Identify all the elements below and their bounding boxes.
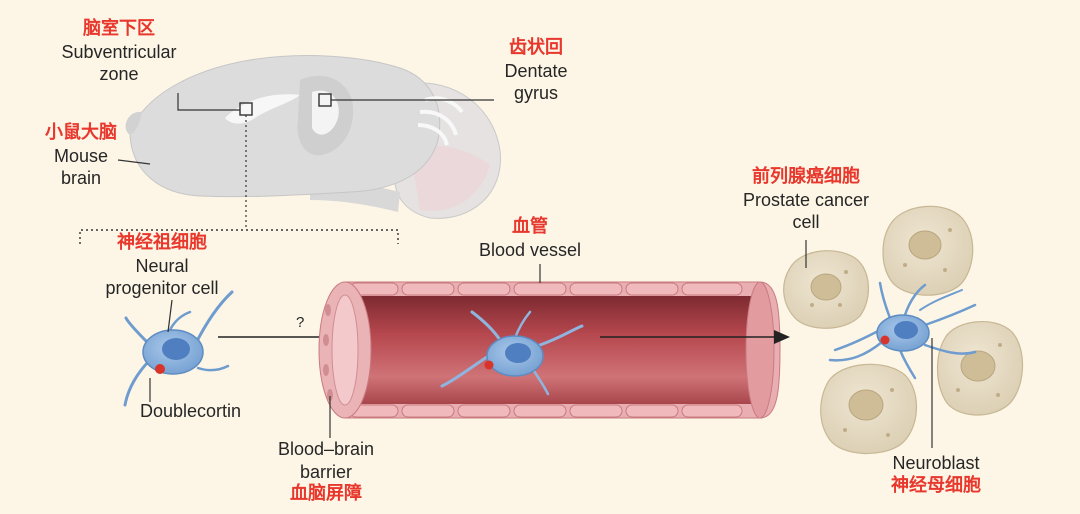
label-prostate-cancer-cell: 前列腺癌细胞 Prostate cancer cell bbox=[726, 166, 886, 234]
label-bbb-zh: 血脑屏障 bbox=[290, 483, 362, 504]
progenitor-pointer bbox=[167, 299, 173, 333]
label-svz-zh: 脑室下区 bbox=[83, 18, 155, 39]
label-neuroblast-en: Neuroblast bbox=[892, 453, 980, 473]
label-blood-vessel: 血管 Blood vessel bbox=[460, 216, 600, 261]
label-vessel-zh: 血管 bbox=[512, 216, 548, 237]
prostate-cancer-cells bbox=[783, 205, 1023, 455]
label-neural-progenitor: 神经祖细胞 Neural progenitor cell bbox=[82, 232, 242, 300]
label-dentate-en-line1: Dentate bbox=[504, 60, 568, 81]
label-prostate-en-line1: Prostate cancer bbox=[742, 189, 870, 210]
label-doublecortin-en: Doublecortin bbox=[140, 401, 242, 421]
label-bbb-en-line2: barrier bbox=[299, 461, 352, 482]
question-mark: ? bbox=[296, 314, 305, 331]
label-svz-en-line1: Subventricular bbox=[61, 41, 177, 62]
label-neuroblast: Neuroblast 神经母细胞 bbox=[876, 452, 996, 497]
label-dentate-en-line2: gyrus bbox=[513, 83, 558, 103]
mouse-brain bbox=[125, 55, 501, 219]
label-progenitor-en-line1: Neural bbox=[135, 255, 189, 276]
cancer-cell bbox=[783, 250, 870, 329]
blood-vessel bbox=[318, 281, 781, 419]
label-mouse-brain: 小鼠大脑 Mouse brain bbox=[26, 122, 136, 190]
cancer-cell bbox=[820, 363, 917, 455]
label-mouse-zh: 小鼠大脑 bbox=[45, 122, 117, 143]
label-progenitor-zh: 神经祖细胞 bbox=[117, 232, 207, 253]
mouse-brain-pointer bbox=[117, 159, 151, 165]
label-prostate-zh: 前列腺癌细胞 bbox=[752, 166, 860, 187]
migrating-cell bbox=[440, 310, 584, 396]
neuroblast bbox=[828, 281, 977, 380]
arrow-to-prostate bbox=[600, 330, 790, 344]
cancer-cell bbox=[936, 320, 1023, 416]
label-subventricular-zone: 脑室下区 Subventricular zone bbox=[44, 18, 194, 86]
label-doublecortin: Doublecortin bbox=[140, 400, 280, 423]
svz-pointer bbox=[79, 93, 399, 244]
label-svz-en-line2: zone bbox=[99, 64, 139, 84]
label-blood-brain-barrier: Blood–brain barrier 血脑屏障 bbox=[256, 438, 396, 506]
dentate-pointer bbox=[318, 93, 494, 107]
label-dentate-zh: 齿状回 bbox=[509, 37, 563, 58]
label-prostate-en-line2: cell bbox=[792, 212, 820, 232]
label-dentate-gyrus: 齿状回 Dentate gyrus bbox=[486, 37, 586, 105]
label-bbb-en-line1: Blood–brain bbox=[277, 439, 375, 459]
label-neuroblast-zh: 神经母细胞 bbox=[891, 474, 981, 496]
label-mouse-en-line2: brain bbox=[60, 168, 102, 188]
label-mouse-en-line1: Mouse bbox=[53, 145, 109, 166]
cancer-cell bbox=[882, 205, 974, 296]
label-vessel-en: Blood vessel bbox=[478, 239, 582, 260]
neural-progenitor-cell bbox=[123, 290, 234, 407]
label-progenitor-en-line2: progenitor cell bbox=[105, 278, 219, 298]
